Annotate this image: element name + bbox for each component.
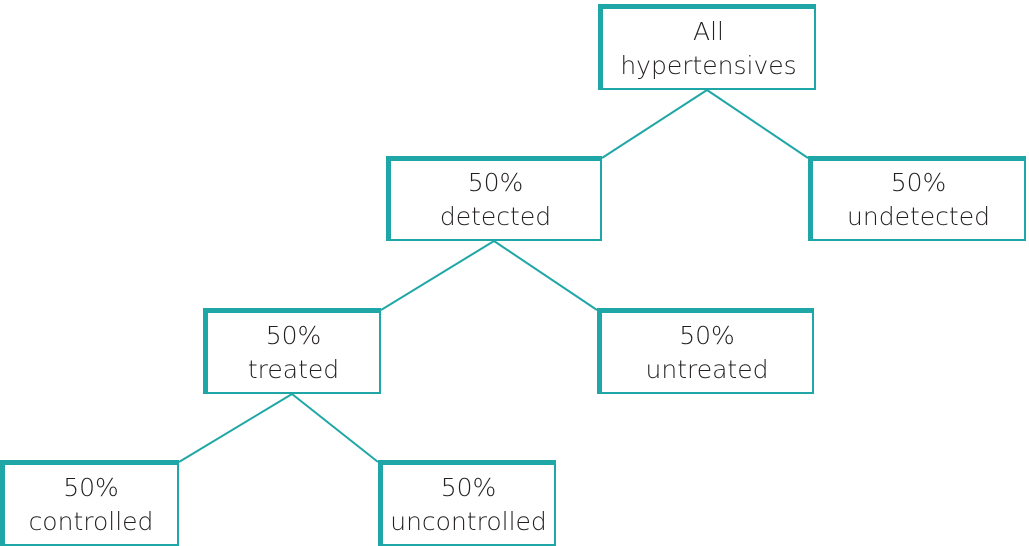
node-all-hypertensives: All hypertensives (598, 4, 816, 90)
node-undetected: 50% undetected (808, 156, 1026, 241)
node-treated-line1: 50% (265, 320, 322, 350)
node-controlled: 50% controlled (0, 460, 179, 546)
node-all-line2: hypertensives (620, 50, 797, 80)
node-untreated-line1: 50% (679, 320, 735, 350)
connector-treated-controlled (178, 393, 293, 463)
node-treated: 50% treated (203, 308, 381, 394)
node-uncontrolled-line1: 50% (440, 472, 497, 502)
node-all-line1: All (693, 16, 724, 46)
node-treated-line2: treated (247, 354, 340, 384)
node-uncontrolled-line2: uncontrolled (390, 506, 547, 536)
node-detected-line2: detected (439, 202, 552, 231)
node-controlled-line1: 50% (63, 472, 119, 502)
node-detected: 50% detected (386, 156, 602, 241)
connector-detected-treated (380, 240, 495, 311)
node-untreated: 50% untreated (597, 308, 814, 394)
node-uncontrolled: 50% uncontrolled (378, 460, 556, 546)
node-undetected-line2: undetected (847, 202, 990, 231)
node-detected-line1: 50% (467, 168, 524, 197)
node-undetected-line1: 50% (890, 168, 947, 197)
node-untreated-line2: untreated (645, 354, 769, 384)
connector-all-detected (601, 89, 708, 159)
connector-all-undetected (706, 89, 809, 159)
connector-treated-uncontrolled (291, 393, 379, 463)
node-controlled-line2: controlled (28, 506, 154, 536)
connector-detected-untreated (493, 240, 598, 311)
